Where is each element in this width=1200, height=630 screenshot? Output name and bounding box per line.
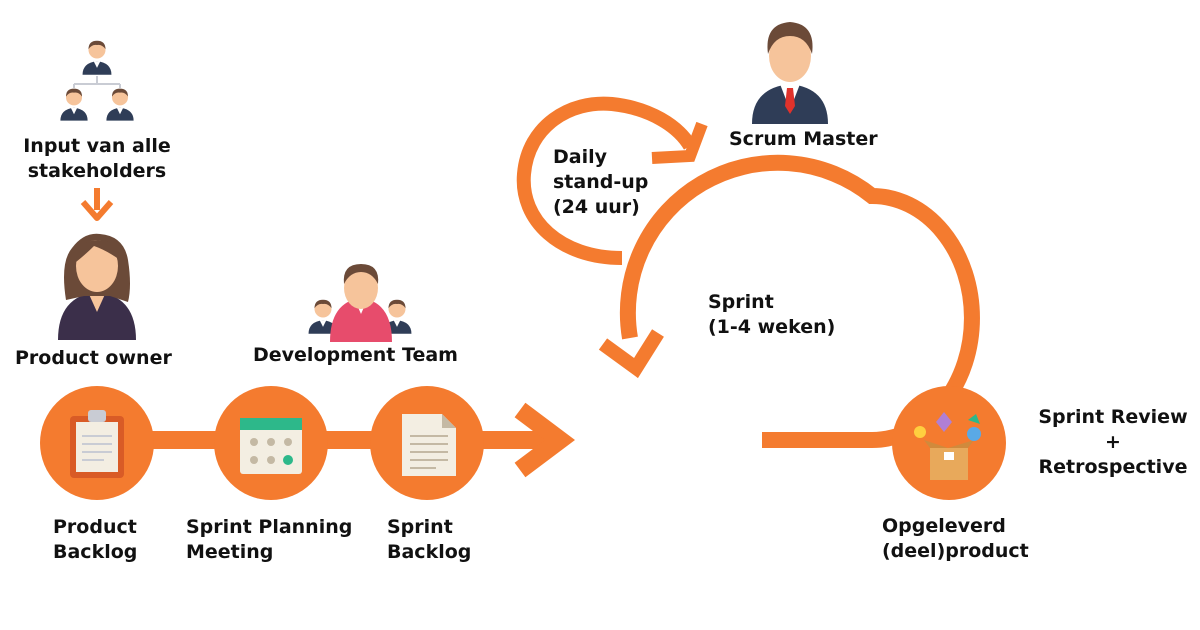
product-backlog-node <box>40 386 154 500</box>
sprint-planning-label: Sprint Planning Meeting <box>186 516 353 563</box>
man-in-suit-icon <box>752 22 828 124</box>
daily-standup-label: Daily stand-up (24 uur) <box>553 146 649 218</box>
sprint-backlog-node <box>370 386 484 500</box>
woman-avatar-icon <box>58 233 136 340</box>
product-owner-label: Product owner <box>15 347 172 369</box>
delivered-product-node <box>892 386 1006 500</box>
sprint-backlog-label: Sprint Backlog <box>387 516 472 563</box>
scrum-master-label: Scrum Master <box>729 128 878 150</box>
product-backlog-label: Product Backlog <box>53 516 138 563</box>
team-group-icon <box>308 264 412 342</box>
sprint-label: Sprint (1-4 weken) <box>708 291 836 338</box>
daily-standup-loop <box>516 96 708 265</box>
stakeholders-label: Input van alle stakeholders <box>23 135 171 182</box>
development-team-label: Development Team <box>253 344 458 366</box>
org-chart-people-icon <box>60 40 134 121</box>
sprint-planning-node <box>214 386 328 500</box>
stakeholder-arrow <box>80 188 114 221</box>
sprint-review-label: Sprint Review + Retrospective <box>1038 406 1188 478</box>
delivered-product-label: Opgeleverd (deel)product <box>882 515 1029 562</box>
